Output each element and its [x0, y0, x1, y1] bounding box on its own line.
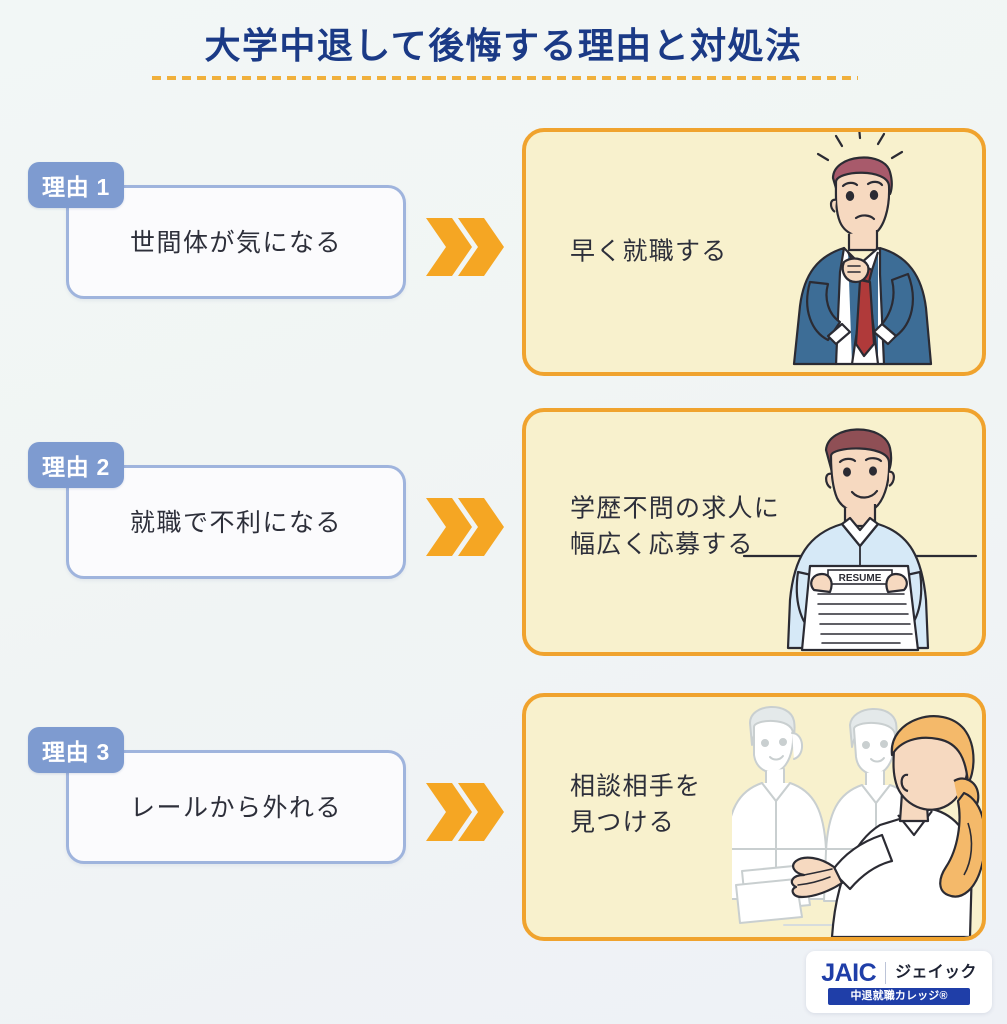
solution-label: 学歴不問の求人に 幅広く応募する [570, 494, 781, 559]
logo-brand-kana: ジェイック [895, 964, 977, 981]
logo-brand-text: JAIC [821, 958, 877, 987]
infographic-row: 世間体が気になる 理由 1 早く就職する [0, 120, 1007, 380]
reason-card: 世間体が気になる [66, 185, 406, 299]
job-interview-consultation-illustration [732, 697, 982, 937]
reason-card-label: 世間体が気になる [129, 229, 342, 257]
page-title: 大学中退して後悔する理由と対処法 [204, 25, 803, 66]
reason-block: 世間体が気になる 理由 1 [28, 162, 408, 332]
reason-block: レールから外れる 理由 3 [28, 727, 408, 897]
solution-card: 相談相手を 見つける [522, 693, 986, 941]
jaic-logo: JAIC ジェイック 中退就職カレッジ® [806, 951, 992, 1013]
reason-badge: 理由 1 [28, 162, 124, 208]
solution-card: 学歴不問の求人に 幅広く応募する [522, 408, 986, 656]
infographic-row: レールから外れる 理由 3 相談相手を 見つける [0, 685, 1007, 945]
man-holding-resume-illustration: RESUME [732, 412, 982, 652]
logo-wordmark-row: JAIC ジェイック [806, 958, 992, 988]
reason-card-label: 就職で不利になる [129, 509, 342, 537]
man-adjusting-necktie-illustration [732, 132, 982, 372]
reason-card: レールから外れる [66, 750, 406, 864]
reason-card: 就職で不利になる [66, 465, 406, 579]
infographic-row: 就職で不利になる 理由 2 学歴不問の求人に 幅広く応募する [0, 400, 1007, 660]
reason-badge-label: 理由 3 [42, 739, 110, 765]
page-title-container: 大学中退して後悔する理由と対処法 [0, 24, 1007, 77]
solution-label: 早く就職する [570, 237, 728, 266]
title-dashed-underline [152, 76, 858, 80]
logo-divider [885, 962, 887, 984]
reason-badge-label: 理由 1 [42, 174, 110, 200]
solution-card: 早く就職する [522, 128, 986, 376]
svg-text:RESUME: RESUME [839, 573, 882, 584]
reason-block: 就職で不利になる 理由 2 [28, 442, 408, 612]
logo-banner-text: 中退就職カレッジ® [850, 990, 948, 1002]
logo-banner: 中退就職カレッジ® [828, 988, 970, 1005]
reason-badge: 理由 2 [28, 442, 124, 488]
reason-badge-label: 理由 2 [42, 454, 110, 480]
reason-badge: 理由 3 [28, 727, 124, 773]
solution-label: 相談相手を 見つける [570, 772, 702, 837]
double-chevron-right-icon [424, 496, 504, 558]
double-chevron-right-icon [424, 781, 504, 843]
double-chevron-right-icon [424, 216, 504, 278]
reason-card-label: レールから外れる [129, 794, 342, 822]
